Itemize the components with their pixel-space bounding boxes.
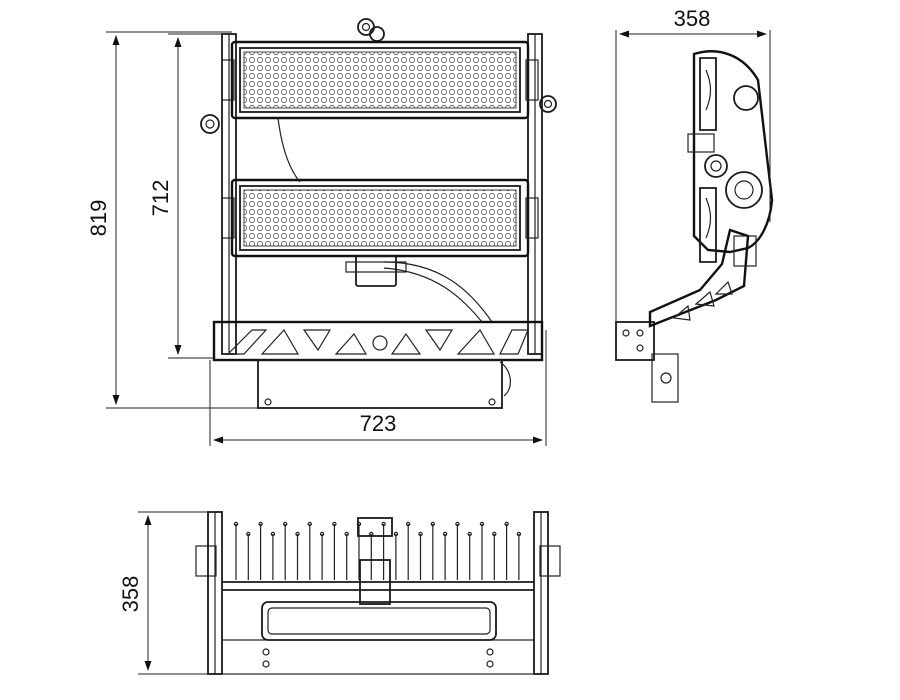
heat-sink-fin-tip [307, 521, 312, 527]
heat-sink-fin-tip [442, 531, 448, 537]
top-view: 358 [118, 511, 561, 675]
heat-sink-fin-tip [393, 531, 399, 537]
heat-sink-fin-tip [516, 531, 522, 537]
dim-712-label: 712 [148, 180, 173, 217]
mounting-yoke [212, 320, 544, 409]
heat-sink-fin-tip [295, 531, 300, 537]
heat-sink-fin-tip [246, 531, 251, 537]
heat-sink-fin-tip [319, 531, 325, 537]
heat-sink-fin-tip [467, 531, 472, 537]
heat-sink-fin-tip [430, 521, 435, 527]
heat-sink-fin-tip [492, 531, 497, 537]
heat-sink-fin-tip [504, 521, 509, 527]
upper-led-module [221, 40, 539, 120]
dim-723-label: 723 [360, 411, 397, 436]
heat-sink-fin-tip [406, 521, 411, 527]
heat-sink-fin-tip [418, 531, 423, 537]
dim-819-label: 819 [86, 200, 111, 237]
heat-sink-fin-tip [258, 521, 263, 527]
heat-sink-fin-tip [283, 521, 288, 527]
heat-sink-fin-tip [270, 531, 276, 537]
front-view: 819 712 723 [86, 18, 557, 446]
heat-sink-fin-tip [233, 521, 239, 527]
side-view: 358 [615, 6, 774, 403]
heat-sink-fin-tip [332, 521, 337, 527]
heat-sink-fin-tip [381, 521, 386, 527]
heat-sink-fin-tip [479, 521, 485, 527]
dim-358-top-label: 358 [118, 576, 143, 613]
heat-sink-fin-tip [455, 521, 460, 527]
lower-led-module [221, 178, 539, 258]
heat-sink-fin-tip [344, 531, 349, 537]
dim-358-side-label: 358 [674, 6, 711, 31]
